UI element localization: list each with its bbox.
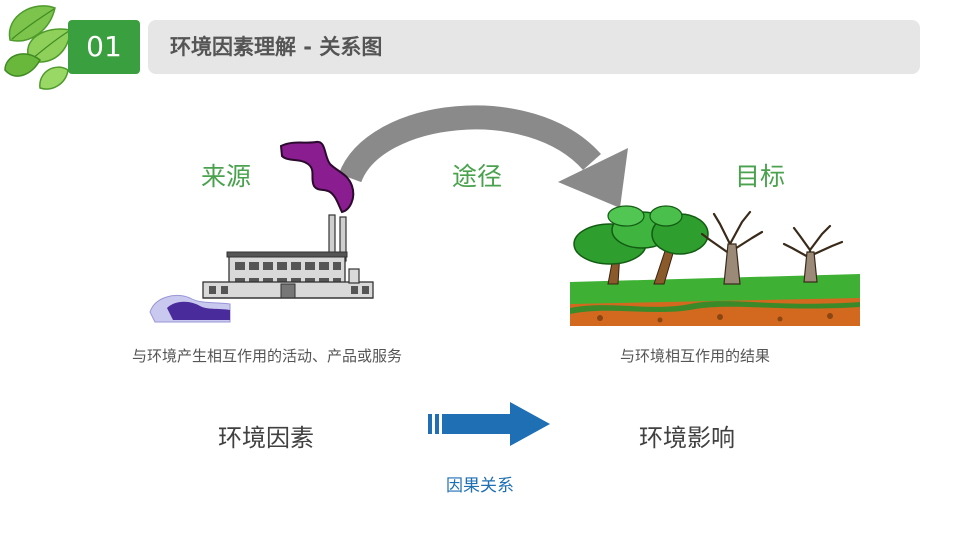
environmental-impact-label: 环境影响 bbox=[639, 424, 735, 452]
trees-icon bbox=[570, 205, 860, 326]
pathway-label: 途径 bbox=[452, 162, 503, 191]
factory-icon bbox=[149, 214, 374, 323]
source-description: 与环境产生相互作用的活动、产品或服务 bbox=[132, 347, 403, 365]
section-number-badge: 01 bbox=[68, 20, 140, 74]
curved-arrow-icon bbox=[338, 105, 628, 208]
target-label: 目标 bbox=[735, 162, 786, 191]
page-title: 环境因素理解 - 关系图 bbox=[170, 35, 383, 59]
target-description: 与环境相互作用的结果 bbox=[620, 347, 771, 365]
source-label: 来源 bbox=[201, 162, 252, 191]
leaf-icon bbox=[4, 5, 71, 90]
environmental-factor-label: 环境因素 bbox=[218, 424, 314, 452]
smoke-icon bbox=[279, 140, 355, 214]
title-bar: 环境因素理解 - 关系图 bbox=[148, 20, 920, 74]
right-arrow-icon bbox=[428, 402, 550, 446]
causal-relation-label: 因果关系 bbox=[446, 476, 514, 496]
